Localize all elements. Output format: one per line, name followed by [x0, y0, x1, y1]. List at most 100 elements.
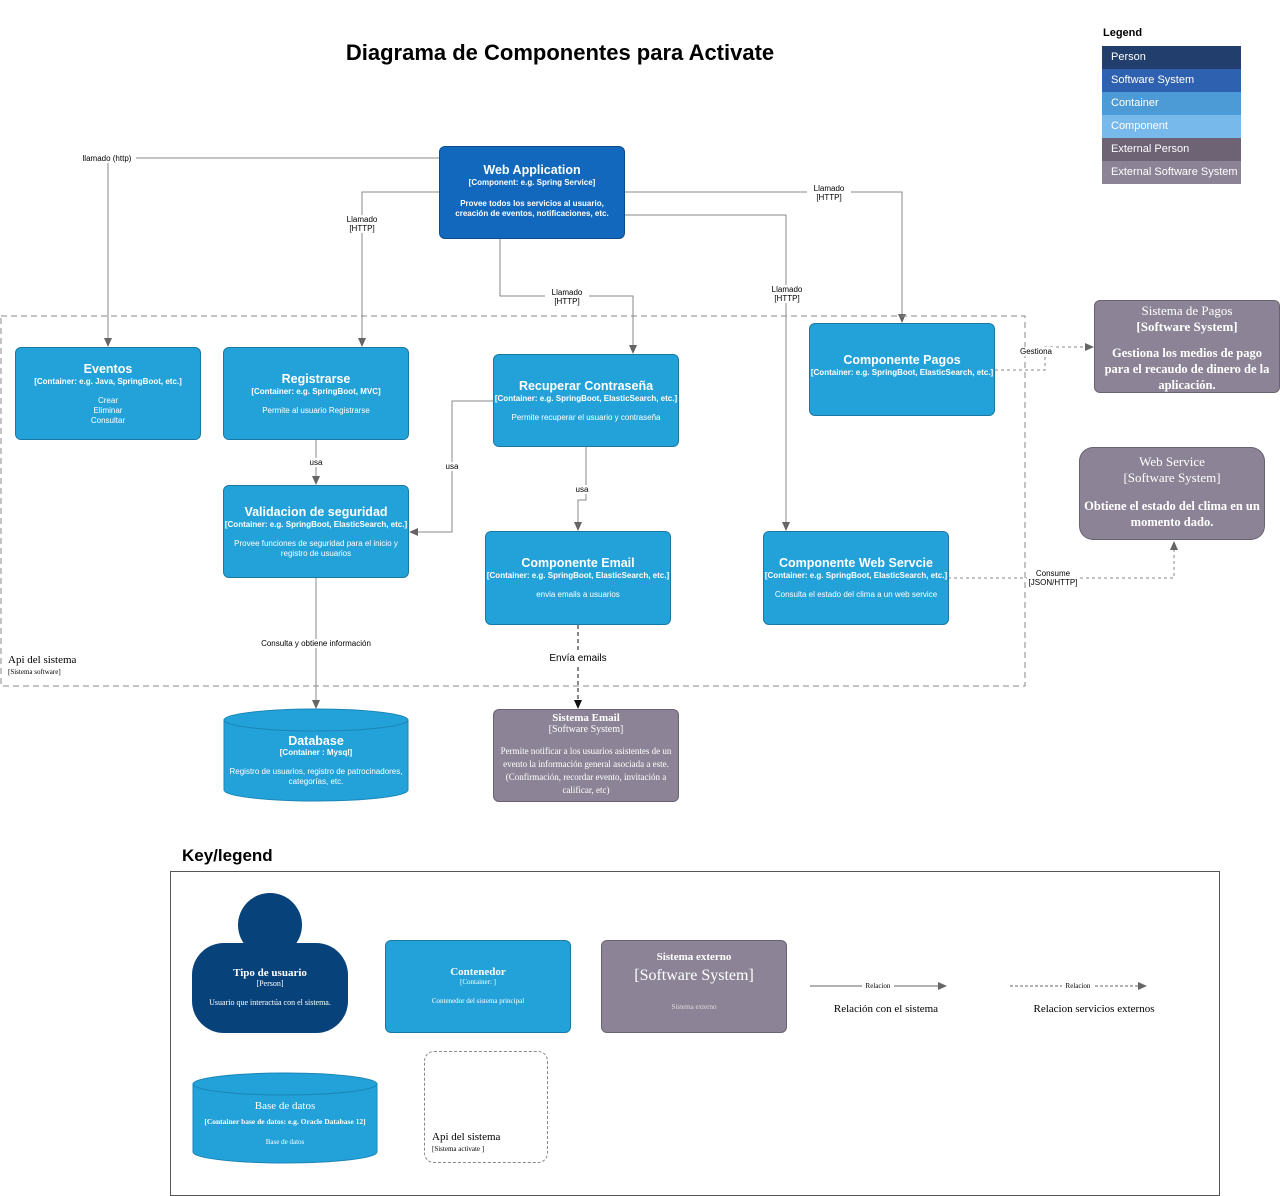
node-type: [Container: e.g. SpringBoot, MVC]: [251, 387, 381, 396]
node-desc: Gestiona los medios de pago para el reca…: [1104, 346, 1270, 392]
key-boundary-title: Api del sistema: [432, 1131, 501, 1143]
key-rel1-label: Relacion: [862, 982, 894, 991]
key-relations-arrows: [810, 982, 1147, 990]
rel-label-webservcie: Llamado [HTTP]: [765, 285, 809, 303]
legend-item: Software System: [1102, 69, 1241, 92]
key-container: Contenedor [Container: ] Contenedor del …: [385, 940, 571, 1033]
key-container-title: Contenedor: [450, 966, 506, 978]
node-desc: Provee todos los servicios al usuario, c…: [455, 199, 609, 218]
system-boundary: [0, 315, 1026, 687]
node-title: Web Service: [1139, 454, 1205, 469]
recuperar-contrasena-component[interactable]: Recuperar Contraseña [Container: e.g. Sp…: [493, 354, 679, 447]
node-title: Registrarse: [281, 372, 351, 386]
node-type: [Container: e.g. SpringBoot, ElasticSear…: [810, 368, 994, 377]
rel-label-registrarse: Llamado [HTTP]: [340, 215, 384, 233]
database-container[interactable]: Database [Container : Mysql] Registro de…: [223, 708, 409, 802]
node-desc: Provee funciones de seguridad para el in…: [234, 539, 398, 558]
web-service-external[interactable]: Web Service [Software System] Obtiene el…: [1079, 447, 1265, 540]
legend-item: Person: [1102, 46, 1241, 69]
node-desc: Crear Eliminar Consultar: [90, 396, 126, 425]
validacion-seguridad-component[interactable]: Validacion de seguridad [Container: e.g.…: [223, 485, 409, 578]
key-person: Tipo de usuario [Person] Usuario que int…: [192, 893, 348, 1033]
key-rel2-label: Relacion: [1062, 982, 1094, 991]
legend-item: Component: [1102, 115, 1241, 138]
web-application-component[interactable]: Web Application [Component: e.g. Spring …: [439, 146, 625, 239]
node-desc: envia emails a usuarios: [536, 590, 620, 599]
legend-item: External Software System: [1102, 161, 1241, 184]
node-type: [Container: e.g. SpringBoot, ElasticSear…: [486, 571, 670, 580]
key-external-type: [Software System]: [634, 967, 754, 984]
node-desc: Permite recuperar el usuario y contraseñ…: [511, 413, 661, 422]
relation-recuperar-email: [574, 447, 587, 531]
legend-title: Legend: [1103, 27, 1143, 39]
node-type: [Software System]: [548, 724, 624, 735]
diagram-title: Diagrama de Componentes para Activate: [345, 40, 775, 65]
rel-label-rec-val: usa: [441, 462, 463, 471]
sistema-email-external[interactable]: Sistema Email [Software System] Permite …: [493, 709, 679, 802]
key-database: Base de datos [Container base de datos: …: [192, 1072, 378, 1164]
node-type: [Container: e.g. Java, SpringBoot, etc.]: [34, 377, 182, 386]
key-db-title: Base de datos: [254, 1100, 316, 1112]
key-external: Sistema externo [Software System] Sistem…: [601, 940, 787, 1033]
key-external-title: Sistema externo: [656, 951, 732, 963]
node-desc: Permite al usuario Registrarse: [262, 406, 370, 415]
node-title: Recuperar Contraseña: [518, 379, 654, 393]
componente-email-component[interactable]: Componente Email [Container: e.g. Spring…: [485, 531, 671, 625]
legend-item: Container: [1102, 92, 1241, 115]
key-database-cylinder-shape: [192, 1072, 378, 1164]
node-desc: Obtiene el estado del clima en un moment…: [1084, 499, 1260, 529]
relation-webapp-webservcie: [624, 214, 790, 531]
node-title: Sistema Email: [552, 712, 620, 724]
node-type: [Software System]: [1123, 470, 1221, 485]
node-title: Web Application: [483, 163, 581, 177]
node-type: [Software System]: [1136, 319, 1238, 334]
node-title: Database: [288, 734, 344, 748]
key-person-type: [Person]: [256, 979, 284, 988]
eventos-component[interactable]: Eventos [Container: e.g. Java, SpringBoo…: [15, 347, 201, 440]
relation-webapp-registrarse: [358, 191, 440, 347]
node-title: Eventos: [83, 362, 133, 376]
key-person-desc: Usuario que interactúa con el sistema.: [209, 998, 331, 1007]
key-db-desc: Base de datos: [265, 1138, 305, 1146]
componente-web-servcie-component[interactable]: Componente Web Servcie [Container: e.g. …: [763, 531, 949, 625]
rel-label-ws-sis: Consume [JSON/HTTP]: [1027, 569, 1079, 587]
node-type: [Container: e.g. SpringBoot, ElasticSear…: [494, 394, 678, 403]
componente-pagos-component[interactable]: Componente Pagos [Container: e.g. Spring…: [809, 323, 995, 416]
boundary-type: [Sistema software]: [8, 668, 61, 676]
key-container-type: [Container: ]: [460, 978, 496, 986]
node-title: Componente Pagos: [843, 353, 961, 367]
database-cylinder-shape: [223, 708, 409, 802]
node-title: Validacion de seguridad: [244, 505, 388, 519]
rel-label-recuperar: Llamado [HTTP]: [545, 288, 589, 306]
legend-item: External Person: [1102, 138, 1241, 161]
key-external-desc: Sistema externo: [671, 1003, 717, 1011]
rel-label-reg-val: usa: [305, 458, 327, 467]
node-type: [Container: e.g. SpringBoot, ElasticSear…: [224, 520, 408, 529]
node-desc: Permite notificar a los usuarios asisten…: [500, 746, 672, 795]
registrarse-component[interactable]: Registrarse [Container: e.g. SpringBoot,…: [223, 347, 409, 440]
node-title: Sistema de Pagos: [1141, 303, 1233, 318]
node-type: [Container: e.g. SpringBoot, ElasticSear…: [764, 571, 948, 580]
node-type: [Container : Mysql]: [279, 748, 353, 757]
relation-webapp-eventos: [104, 157, 440, 347]
key-person-title: Tipo de usuario: [233, 967, 307, 979]
rel-label-email-sis: Envía emails: [546, 653, 610, 664]
rel-label-eventos: llamado (http): [78, 154, 136, 163]
rel-label-rec-email: usa: [571, 485, 593, 494]
key-boundary: Api del sistema [Sistema activate ]: [424, 1051, 548, 1163]
node-title: Componente Email: [521, 556, 635, 570]
sistema-pagos-external[interactable]: Sistema de Pagos [Software System] Gesti…: [1094, 300, 1280, 393]
person-body: Tipo de usuario [Person] Usuario que int…: [192, 943, 348, 1033]
key-rel1-caption: Relación con el sistema: [833, 1003, 939, 1015]
relation-pagos-sistema: [995, 343, 1094, 371]
key-container-desc: Contenedor del sistema principal: [431, 997, 525, 1005]
node-title: Componente Web Servcie: [779, 556, 933, 570]
key-db-type: [Container base de datos: e.g. Oracle Da…: [204, 1117, 366, 1126]
key-boundary-type: [Sistema activate ]: [432, 1145, 485, 1153]
relation-webapp-pagos: [624, 191, 906, 323]
boundary-name: Api del sistema: [8, 654, 77, 666]
rel-label-pagos: Llamado [HTTP]: [807, 184, 851, 202]
key-title: Key/legend: [182, 846, 273, 865]
key-rel2-caption: Relacion servicios externos: [1033, 1003, 1155, 1015]
